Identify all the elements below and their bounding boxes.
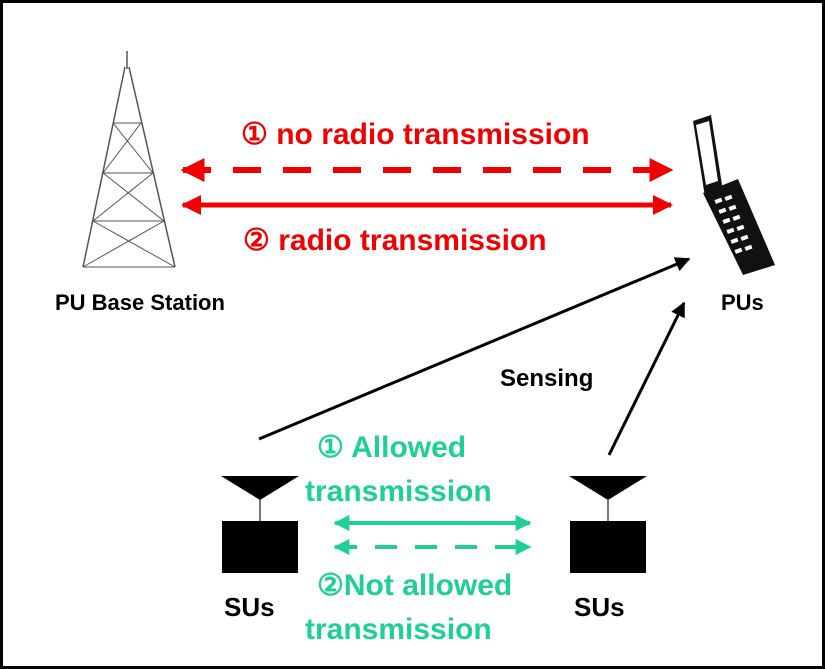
pus-label: PUs xyxy=(721,290,764,315)
pu-link-state-2-label: ② radio transmission xyxy=(243,224,547,257)
pu-base-station-label: PU Base Station xyxy=(55,290,225,315)
su-link-state-1-line1: ① Allowed xyxy=(317,431,467,464)
sus-right-label: SUs xyxy=(574,592,625,622)
diagram-canvas xyxy=(82,51,775,573)
sensing-arrow-right xyxy=(607,301,686,456)
sus-left-label: SUs xyxy=(224,592,275,622)
flip-phone-icon xyxy=(693,115,775,275)
sensing-label: Sensing xyxy=(500,365,594,392)
sensing-arrow-left xyxy=(258,257,691,441)
su-link-state-1-line2: transmission xyxy=(305,475,492,508)
su-link-state-2-line1: ②Not allowed xyxy=(317,569,513,602)
transmission-tower-icon xyxy=(82,51,176,268)
su-link-state-2-line2: transmission xyxy=(305,613,492,646)
antenna-terminal-icon-left xyxy=(221,476,299,573)
antenna-terminal-icon-right xyxy=(569,476,647,573)
pu-link-state-1-label: ① no radio transmission xyxy=(241,118,590,151)
